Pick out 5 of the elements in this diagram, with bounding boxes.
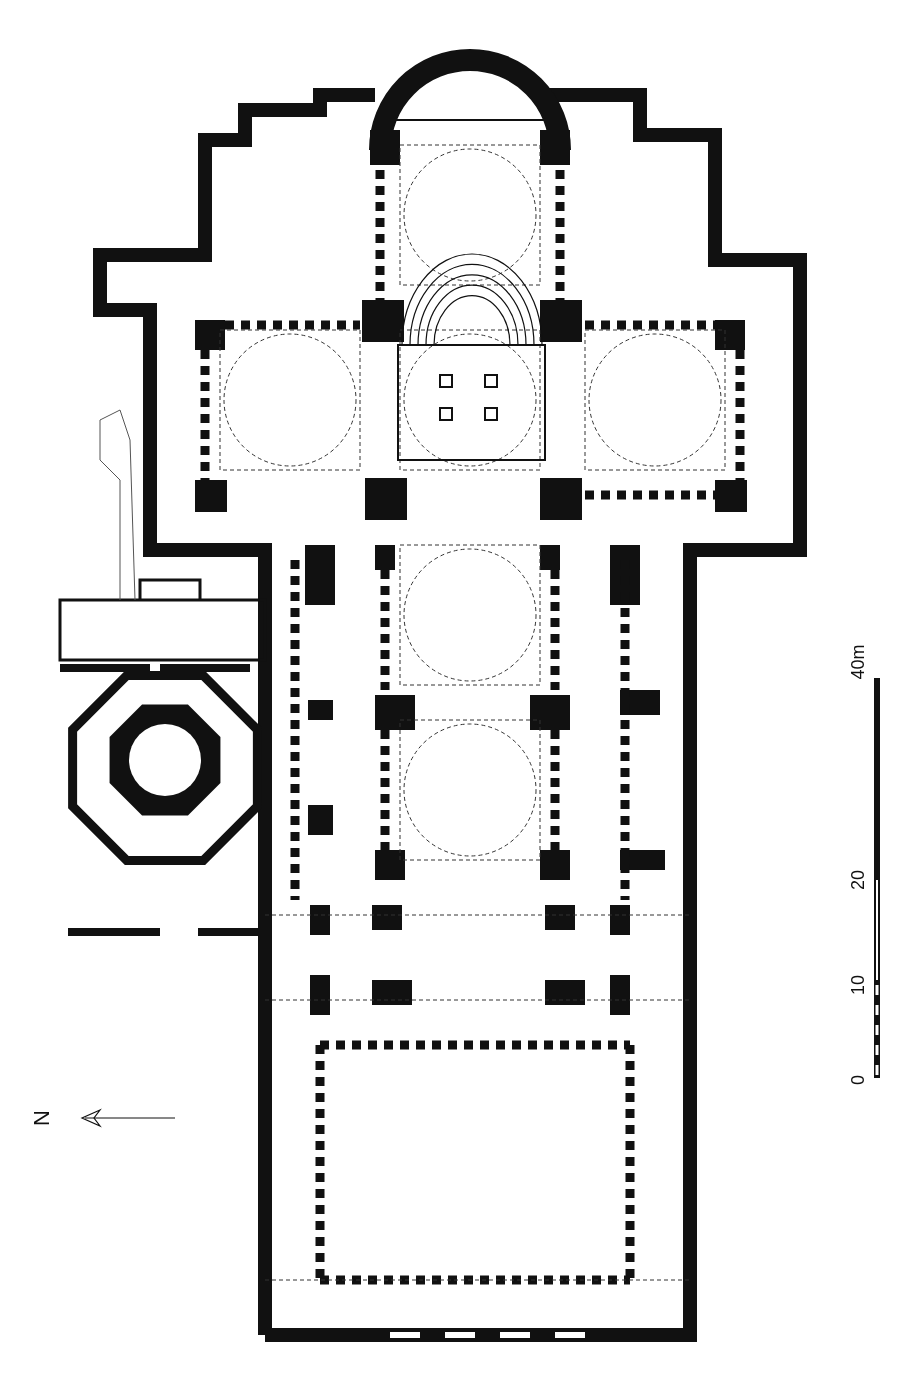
north-label: N — [31, 1110, 53, 1126]
scale-label: 20 — [849, 870, 867, 890]
scale-label: 0 — [849, 1075, 867, 1085]
scale-label: 40m — [849, 644, 867, 680]
scale-label: 10 — [849, 975, 867, 995]
